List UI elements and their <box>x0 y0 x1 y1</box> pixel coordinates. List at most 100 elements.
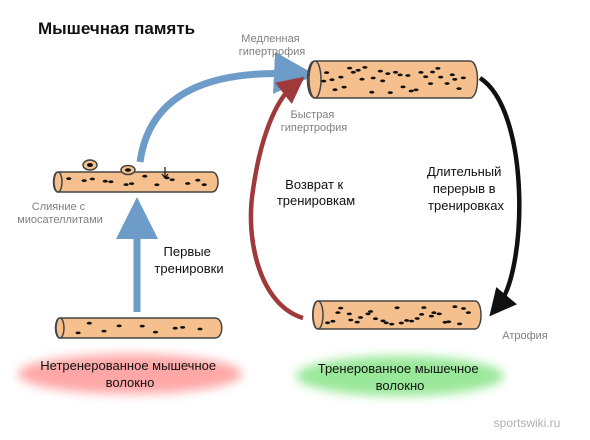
nucleus <box>350 70 356 74</box>
nucleus <box>142 174 148 178</box>
nucleus <box>414 317 420 320</box>
nucleus <box>392 70 399 74</box>
nucleus <box>428 314 434 318</box>
nucleus <box>341 85 347 89</box>
nucleus <box>397 73 403 77</box>
nucleus <box>404 319 410 322</box>
nucleus <box>418 71 424 74</box>
satellite-cell-nucleus <box>125 168 131 172</box>
nucleus <box>354 320 360 324</box>
nucleus <box>123 183 129 187</box>
nucleus <box>201 183 207 187</box>
untrained-caption-glow <box>18 354 242 394</box>
nucleus <box>102 179 108 183</box>
nucleus <box>101 329 107 333</box>
nucleus <box>152 330 159 334</box>
nucleus <box>357 316 364 319</box>
slow-hypertrophy-arrow <box>136 51 316 163</box>
nucleus <box>398 321 404 325</box>
nucleus <box>436 312 442 316</box>
nucleus <box>377 69 383 73</box>
slow-hypertrophy-label: Медленная гипертрофия <box>239 33 306 58</box>
nucleus <box>66 177 72 181</box>
nucleus <box>368 310 374 313</box>
nucleus <box>380 79 386 83</box>
nucleus <box>348 318 354 322</box>
fiber-nuclei <box>325 305 471 326</box>
nucleus <box>332 88 338 92</box>
nucleus <box>387 91 393 94</box>
nucleus <box>359 77 365 81</box>
long-break-label: Длительный перерыв в тренировках <box>427 164 505 213</box>
nucleus <box>370 76 376 80</box>
nucleus <box>452 305 458 309</box>
untrained-fiber-caption: Нетренерованное мышечное волокно <box>40 358 219 390</box>
satellite-cell-nucleus <box>87 163 93 167</box>
nucleus <box>409 319 415 323</box>
nucleus <box>460 307 467 310</box>
nucleus <box>460 76 466 80</box>
nucleus <box>81 179 87 183</box>
nucleus <box>383 321 389 325</box>
nucleus <box>169 178 175 182</box>
fusion-label: Слияние с миосателлитами <box>17 201 103 226</box>
first-trainings-label: Первые тренировки <box>154 244 223 276</box>
fast-hypertrophy-label: Быстрая гипертрофия <box>281 109 348 134</box>
nucleus <box>75 331 81 335</box>
nucleus <box>465 311 471 314</box>
nucleus <box>139 324 145 328</box>
nucleus <box>324 71 330 74</box>
nucleus <box>172 326 178 330</box>
trained-fiber <box>312 300 482 330</box>
nucleus <box>400 85 406 89</box>
atrophy-label: Атрофия <box>502 330 548 342</box>
nucleus <box>457 322 463 326</box>
nucleus <box>330 319 336 323</box>
nucleus <box>438 75 444 79</box>
nucleus <box>419 313 425 316</box>
nucleus <box>394 306 400 310</box>
nucleus <box>116 324 122 328</box>
nucleus <box>456 87 462 90</box>
nucleus <box>365 312 371 316</box>
nucleus <box>449 73 455 77</box>
nucleus <box>362 66 368 69</box>
nucleus <box>380 319 386 323</box>
nucleus <box>338 306 344 310</box>
nucleus <box>325 321 331 325</box>
nucleus <box>408 89 414 93</box>
nucleus <box>405 74 411 77</box>
nucleus <box>164 176 170 180</box>
untrained-fiber <box>54 317 223 339</box>
long-break-arrow <box>478 76 522 317</box>
nucleus <box>369 90 375 94</box>
nucleus <box>321 79 327 83</box>
nucleus <box>338 75 344 79</box>
nucleus <box>413 88 419 92</box>
nucleus <box>435 67 441 70</box>
trained-fiber-caption: Тренерованное мышечное волокно <box>318 361 483 393</box>
watermark: sportswiki.ru <box>494 416 561 430</box>
hypertrophied-fiber <box>306 60 479 99</box>
nucleus <box>89 177 95 181</box>
nucleus <box>329 78 335 82</box>
return-to-training-arrow <box>248 76 305 321</box>
nucleus <box>446 320 452 324</box>
nucleus <box>180 326 186 329</box>
nucleus <box>355 68 361 72</box>
fiber-nuclei <box>66 174 207 187</box>
nucleus <box>86 321 92 325</box>
nucleus <box>423 75 429 79</box>
nucleus <box>346 312 352 316</box>
nucleus <box>452 78 458 81</box>
nucleus <box>427 82 434 85</box>
nucleus <box>335 311 341 314</box>
nucleus <box>185 182 191 185</box>
nucleus <box>347 66 353 70</box>
return-to-training-label: Возврат к тренировкам <box>277 177 355 208</box>
fiber-nuclei <box>75 321 203 335</box>
nucleus <box>129 182 135 186</box>
nucleus <box>421 306 427 309</box>
nucleus <box>195 178 201 182</box>
